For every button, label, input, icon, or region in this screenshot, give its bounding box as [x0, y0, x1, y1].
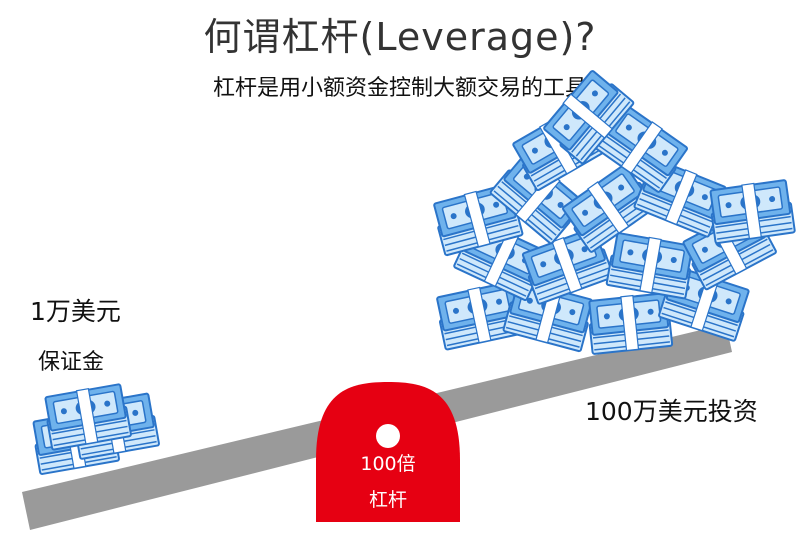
page-title: 何谓杠杆(Leverage)? — [203, 15, 597, 59]
fulcrum-ratio: 100倍 — [360, 453, 415, 475]
margin-amount: 1万美元 — [30, 297, 121, 326]
small-money-stack-icon — [27, 378, 160, 474]
fulcrum: 100倍 杠杆 — [316, 382, 460, 522]
investment-amount: 100万美元投资 — [585, 397, 758, 426]
pivot-hole — [376, 424, 400, 448]
large-money-pile-icon — [432, 68, 795, 354]
page-subtitle: 杠杆是用小额资金控制大额交易的工具 — [212, 76, 587, 101]
margin-label: 保证金 — [38, 350, 105, 375]
fulcrum-label: 杠杆 — [369, 489, 407, 511]
